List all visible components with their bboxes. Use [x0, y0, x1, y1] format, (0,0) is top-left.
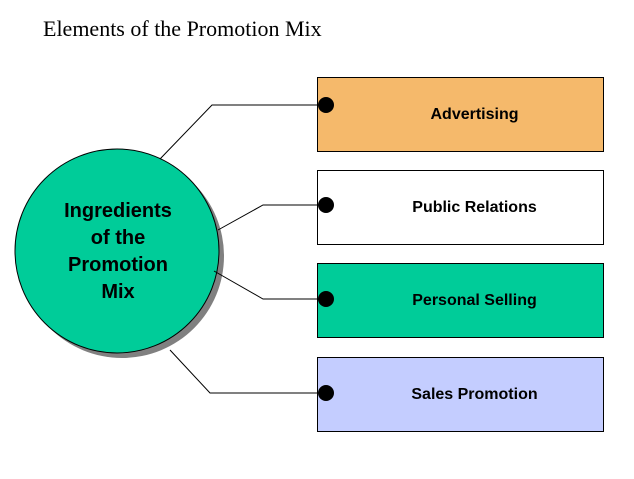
box-label: Advertising: [430, 105, 519, 123]
connector-advertising: [159, 104, 326, 160]
box-label: Personal Selling: [412, 291, 537, 309]
box-label: Public Relations: [412, 198, 537, 216]
box-label: Sales Promotion: [411, 385, 538, 403]
box-advertising: Advertising: [317, 77, 604, 152]
diagram-title: Elements of the Promotion Mix: [43, 16, 322, 41]
connector-public-relations: [217, 204, 326, 231]
center-label-line: Mix: [101, 281, 135, 303]
connector-sales-promotion: [169, 349, 326, 394]
bullet-dot: [318, 197, 334, 213]
center-circle: [14, 148, 220, 354]
center-label-line: Promotion: [67, 254, 168, 276]
box-personal-selling: Personal Selling: [317, 263, 604, 338]
box-sales-promotion: Sales Promotion: [317, 357, 604, 432]
center-label-line: of the: [90, 227, 146, 249]
bullet-dot: [318, 291, 334, 307]
center-label-line: Ingredients: [64, 200, 172, 222]
bullet-dot: [318, 97, 334, 113]
box-public-relations: Public Relations: [317, 170, 604, 245]
bullet-dot: [318, 385, 334, 401]
connector-personal-selling: [213, 270, 326, 300]
center-label: Ingredients of the Promotion Mix: [16, 152, 220, 352]
